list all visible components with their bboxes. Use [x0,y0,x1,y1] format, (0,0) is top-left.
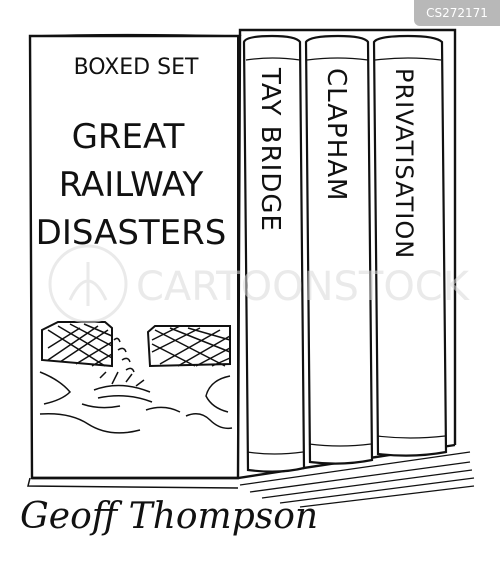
cartoonstock-watermark: CARTOONSTOCK [48,244,471,324]
book-spine-2 [304,34,374,465]
box-title-line3: DISASTERS [36,213,227,253]
signature-text: Geoff Thompson [20,496,318,537]
box-label: BOXED SET [74,55,199,80]
box-title-line2: RAILWAY [59,165,204,205]
broken-bridge-illustration [39,321,233,434]
spine-title-tay-bridge: TAY BRIDGE [255,67,285,232]
book-spine-3 [372,34,448,457]
box-set-frame [27,28,475,508]
image-id-badge: CS272171 [414,0,500,26]
spine-title-privatisation: PRIVATISATION [390,68,418,259]
book-spine-1 [242,34,306,473]
watermark-main: CARTOONSTOCK [136,264,471,310]
spine-title-clapham: CLAPHAM [321,68,351,201]
artist-signature: Geoff Thompson [20,496,318,537]
box-title-line1: GREAT [72,117,185,157]
